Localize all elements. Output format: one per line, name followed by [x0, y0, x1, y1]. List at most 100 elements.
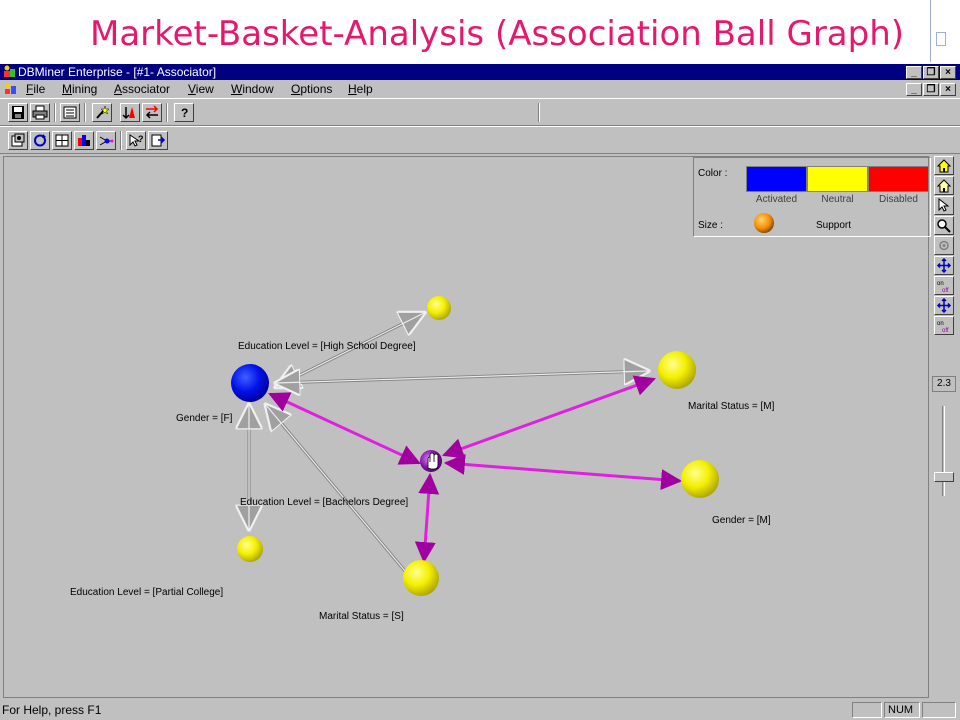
edge-bachelors-marital-s[interactable]	[414, 472, 440, 564]
legend-support: Support	[816, 220, 852, 231]
context-help-button[interactable]: ?	[126, 131, 146, 150]
main-toolbar: ?	[0, 98, 960, 126]
legend-size-label: Size :	[698, 220, 724, 231]
zoom-slider-thumb[interactable]	[934, 472, 954, 482]
toolbar-separator	[538, 103, 540, 122]
pan-button[interactable]	[934, 296, 954, 315]
pan-icon	[936, 298, 952, 313]
bar-chart-icon	[78, 135, 90, 146]
minimize-button[interactable]: _	[906, 66, 922, 79]
chart-button[interactable]	[74, 131, 94, 150]
refresh-icon	[34, 134, 46, 147]
report-button[interactable]	[60, 103, 80, 122]
properties-icon	[11, 133, 25, 147]
menu-help[interactable]: Help	[348, 82, 373, 96]
association-icon	[99, 136, 114, 146]
menu-file[interactable]: File	[26, 82, 46, 96]
legend-panel: Color : Activated Neutral Disabled Size …	[693, 157, 931, 237]
slide-divider	[930, 0, 931, 62]
doc-minimize-button[interactable]: _	[906, 83, 922, 96]
legend-swatch-activated	[746, 166, 807, 192]
sort-icon	[122, 107, 135, 120]
refresh-button[interactable]	[30, 131, 50, 150]
legend-swatch-neutral	[807, 166, 868, 192]
zoom-level: 2.3	[932, 376, 956, 392]
move-button[interactable]	[934, 256, 954, 275]
ball-gender-f[interactable]	[231, 364, 269, 402]
svg-text:on: on	[937, 281, 944, 287]
menu-mining[interactable]: Mining	[62, 82, 98, 96]
label-gender-m: Gender = [M]	[712, 515, 771, 526]
export-button[interactable]	[148, 131, 168, 150]
grid-icon	[55, 134, 69, 147]
legend-disabled: Disabled	[879, 194, 918, 205]
ball-gender-m[interactable]	[681, 460, 719, 498]
restore-button[interactable]: ❐	[923, 66, 939, 79]
toolbar-separator	[120, 131, 122, 150]
svg-text:off: off	[942, 328, 949, 333]
window-title: DBMiner Enterprise - [#1- Associator]	[18, 65, 217, 79]
floppy-icon	[12, 106, 24, 119]
zoom-slider-track[interactable]	[942, 406, 945, 496]
print-button[interactable]	[30, 103, 50, 122]
legend-color-label: Color :	[698, 168, 728, 179]
slide-title: Market-Basket-Analysis (Association Ball…	[90, 14, 905, 54]
associator-toolbar: ?	[0, 126, 960, 154]
menu-associator[interactable]: Associator	[114, 82, 171, 96]
legend-swatch-disabled	[868, 166, 929, 192]
association-button[interactable]	[96, 131, 116, 150]
status-cell-empty-2	[922, 702, 956, 718]
rotate-button[interactable]	[934, 236, 954, 255]
close-button[interactable]: ×	[940, 66, 956, 79]
doc-restore-button[interactable]: ❐	[923, 83, 939, 96]
app-icon	[4, 65, 15, 77]
ball-marital-s[interactable]	[403, 560, 439, 596]
slide-decoration	[936, 32, 946, 46]
label-marital-m: Marital Status = [M]	[688, 401, 775, 412]
zoom-button[interactable]	[934, 216, 954, 235]
pointer-help-icon: ?	[129, 134, 144, 147]
printer-icon	[32, 105, 48, 120]
window-titlebar[interactable]: DBMiner Enterprise - [#1- Associator] _ …	[0, 64, 960, 80]
svg-text:?: ?	[138, 134, 144, 144]
toolbar-separator	[54, 103, 56, 122]
home-button[interactable]	[934, 156, 954, 175]
export-icon	[151, 134, 166, 147]
menu-view[interactable]: View	[188, 82, 214, 96]
ball-marital-m[interactable]	[658, 351, 696, 389]
save-button[interactable]	[8, 103, 28, 122]
menu-window[interactable]: Window	[231, 82, 274, 96]
document-icon[interactable]	[4, 83, 17, 95]
svg-text:on: on	[937, 321, 944, 327]
select-button[interactable]	[934, 196, 954, 215]
ball-high-school[interactable]	[427, 296, 451, 320]
status-help-text: For Help, press F1	[2, 703, 102, 717]
help-button[interactable]: ?	[174, 103, 194, 122]
legend-activated: Activated	[755, 194, 798, 205]
doc-close-button[interactable]: ×	[940, 83, 956, 96]
edge-bachelors-gender-f[interactable]	[268, 392, 421, 465]
properties-button[interactable]	[8, 131, 28, 150]
sort-button[interactable]	[120, 103, 140, 122]
graph-canvas[interactable]: Education Level = [High School Degree] G…	[3, 156, 931, 699]
edge-bachelors-gender-m[interactable]	[443, 453, 683, 491]
grid-button[interactable]	[52, 131, 72, 150]
wizard-button[interactable]	[92, 103, 112, 122]
label-partial-college: Education Level = [Partial College]	[70, 587, 224, 598]
legend-size-ball-icon	[754, 213, 774, 233]
menu-options[interactable]: Options	[291, 82, 333, 96]
association-ball-graph[interactable]	[4, 157, 930, 699]
rotate-icon	[939, 240, 949, 251]
home-outline-button[interactable]	[934, 176, 954, 195]
home-icon	[936, 159, 952, 173]
status-num: NUM	[884, 702, 920, 718]
ball-partial-college[interactable]	[237, 536, 263, 562]
transfer-button[interactable]	[142, 103, 162, 122]
edge-bachelors-marital-m[interactable]	[442, 375, 656, 459]
move-icon	[936, 258, 952, 273]
legend-neutral: Neutral	[821, 194, 854, 205]
